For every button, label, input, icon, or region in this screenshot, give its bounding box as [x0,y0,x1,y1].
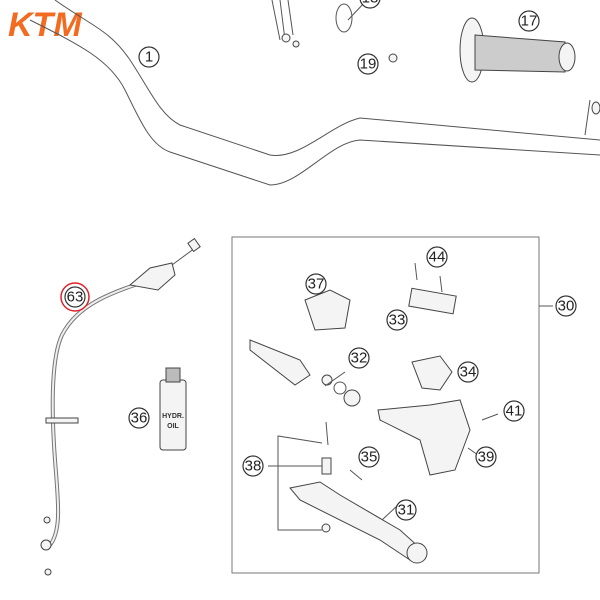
callout-18: 18 [359,0,381,9]
svg-text:18: 18 [362,0,379,7]
ktm-logo: KTM [8,6,82,44]
callout-17: 17 [518,10,540,32]
svg-text:44: 44 [429,249,446,266]
cable-tie [335,1,366,33]
callout-1: 1 [138,46,160,68]
callout-19: 19 [357,53,379,75]
svg-text:41: 41 [506,403,523,420]
callout-63[interactable]: 63 [60,282,90,312]
hydraulic-hose [40,237,201,576]
svg-text:35: 35 [361,449,378,466]
callout-38: 38 [242,455,264,477]
svg-text:34: 34 [460,364,477,381]
callout-35: 35 [358,446,380,468]
svg-text:17: 17 [521,13,538,30]
svg-text:33: 33 [389,312,406,329]
kit-frame [231,236,540,574]
callout-39: 39 [475,446,497,468]
svg-text:36: 36 [131,410,148,427]
svg-text:63: 63 [67,289,84,306]
callout-36: 36 [128,407,150,429]
svg-text:1: 1 [145,49,153,66]
callout-37: 37 [305,273,327,295]
hydraulic-oil-bottle: HYDR. OIL [159,367,187,451]
master-cylinder-parts [249,262,499,564]
svg-text:32: 32 [351,350,368,367]
part-19 [388,53,398,63]
callout-33: 33 [386,309,408,331]
throttle-cables [271,0,300,48]
grip [459,17,576,83]
callout-30: 30 [555,295,577,317]
svg-text:OIL: OIL [167,423,179,430]
svg-text:39: 39 [478,449,495,466]
svg-text:37: 37 [308,276,325,293]
callout-31: 31 [395,499,417,521]
handlebar [29,0,600,186]
svg-text:31: 31 [398,502,415,519]
svg-text:38: 38 [245,458,262,475]
callout-34: 34 [457,361,479,383]
svg-text:30: 30 [558,298,575,315]
callout-41: 41 [503,400,525,422]
callout-32: 32 [348,347,370,369]
svg-text:HYDR.: HYDR. [162,413,184,420]
svg-text:19: 19 [360,56,377,73]
callout-44: 44 [426,246,448,268]
